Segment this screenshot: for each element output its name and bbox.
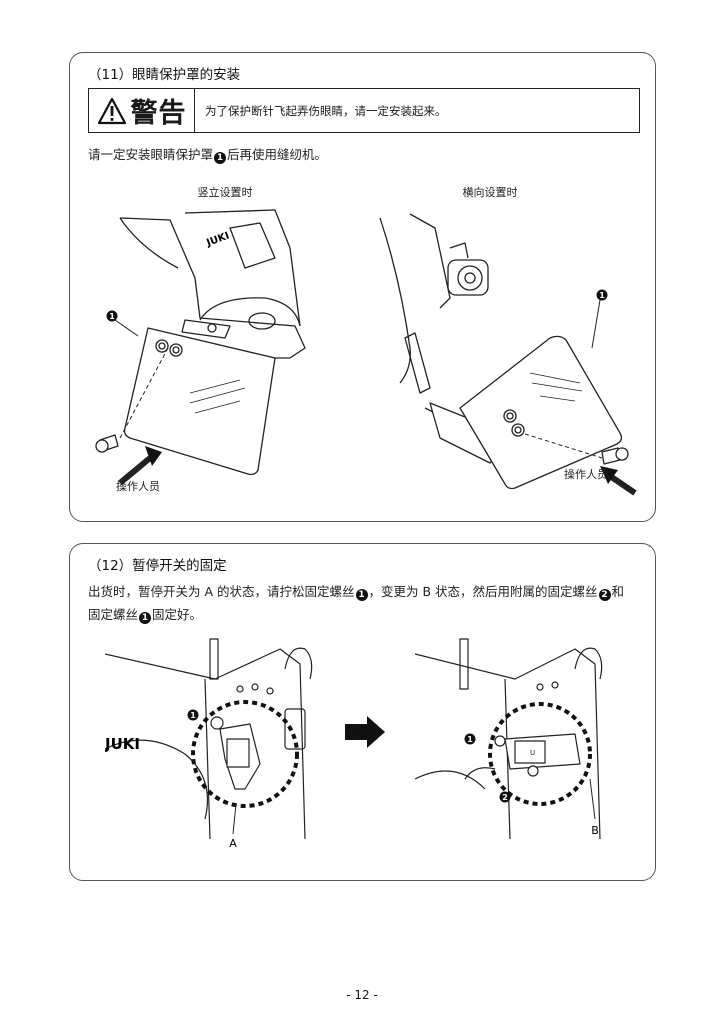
- callout-1: 1: [190, 711, 196, 720]
- callout-1: 1: [109, 312, 115, 321]
- pause-switch-state-a-illustration: JUKI 1 A: [105, 638, 313, 850]
- instruction-suffix: 后再使用缝纫机。: [227, 147, 328, 162]
- paragraph-part: 固定好。: [152, 607, 203, 622]
- state-a-label: A: [229, 837, 237, 850]
- instruction-prefix: 请一定安装眼睛保护罩: [88, 147, 214, 162]
- paragraph-part: 出货时，暂停开关为 A 的状态，请拧松固定螺丝: [88, 584, 355, 599]
- operator-label-left: 操作人员: [116, 480, 160, 493]
- warning-text: 为了保护断针飞起弄伤眼睛，请一定安装起来。: [205, 103, 447, 118]
- paragraph-part: ，变更为 B 状态，然后用附属的固定螺丝: [368, 584, 598, 599]
- figure-caption-vertical: 竖立设置时: [197, 186, 253, 199]
- state-b-label: B: [591, 824, 599, 837]
- warning-box: 警告 为了保护断针飞起弄伤眼睛，请一定安装起来。: [88, 88, 640, 133]
- svg-text:U: U: [530, 749, 535, 757]
- machine-logo: JUKI: [105, 735, 140, 753]
- machine-logo: JUKI: [204, 231, 231, 250]
- eye-guard-section: （11）眼睛保护罩的安装 警告 为了保护断针飞起弄伤眼睛，请一定安装起来。 请一…: [69, 52, 656, 522]
- page-number: - 12 -: [346, 988, 378, 1002]
- section-title: （12）暂停开关的固定: [88, 558, 227, 574]
- paragraph-part: 固定螺丝: [88, 607, 139, 622]
- operator-label-right: 操作人员: [564, 468, 608, 481]
- callout-marker: 2: [598, 589, 611, 601]
- paragraph-part: 和: [611, 584, 625, 599]
- warning-label: 警告: [130, 98, 187, 129]
- eye-guard-horizontal-illustration: 1: [379, 213, 637, 496]
- section-title: （11）眼睛保护罩的安装: [88, 67, 241, 83]
- callout-marker: 1: [214, 152, 227, 164]
- callout-1: 1: [467, 735, 473, 744]
- figure-caption-horizontal: 横向设置时: [462, 186, 518, 199]
- callout-2: 2: [502, 793, 508, 802]
- callout-marker: 1: [139, 612, 152, 624]
- callout-1: 1: [599, 291, 605, 300]
- warning-triangle-icon: [97, 97, 126, 124]
- eye-guard-vertical-illustration: JUKI 1: [95, 209, 306, 486]
- callout-marker: 1: [355, 589, 368, 601]
- pause-switch-state-b-illustration: U 1 2 B: [415, 638, 603, 840]
- warning-sign: 警告: [89, 89, 195, 132]
- right-arrow-icon: [345, 716, 385, 748]
